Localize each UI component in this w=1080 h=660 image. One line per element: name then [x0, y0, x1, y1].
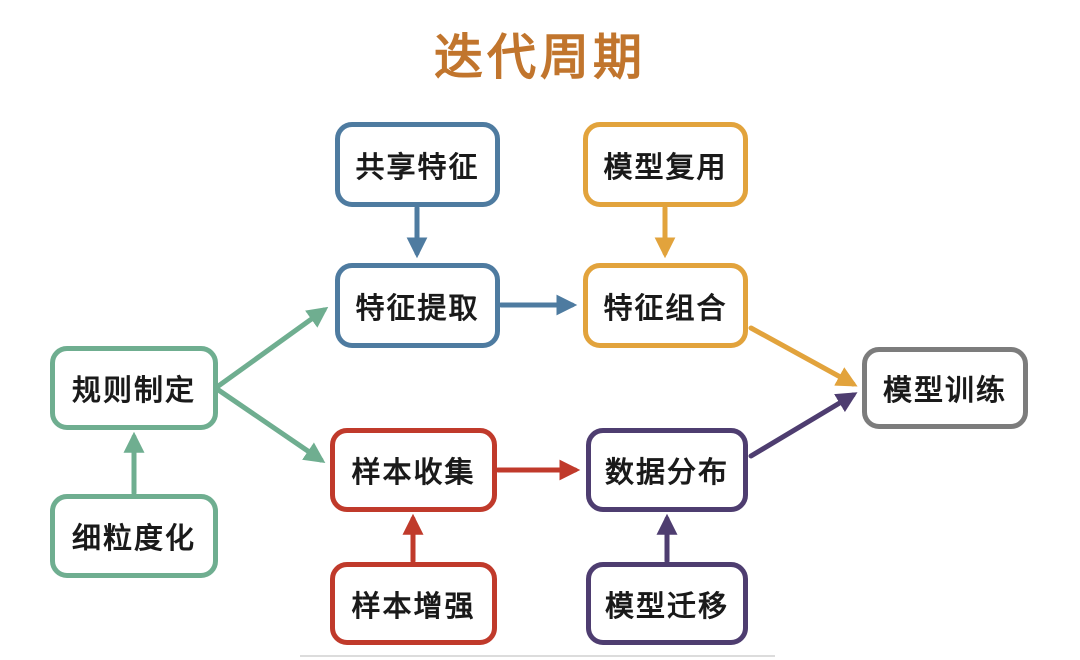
- node-model-training-label: 模型训练: [882, 375, 1007, 407]
- diagram-title: 迭代周期: [433, 31, 646, 85]
- edge-data-distribution-to-model-training: [748, 392, 858, 459]
- node-rule-making-label: 规则制定: [71, 375, 196, 407]
- node-feature-extraction-label: 特征提取: [355, 292, 480, 325]
- node-model-reuse: 模型复用: [583, 122, 748, 207]
- node-sample-augmentation-label: 样本增强: [351, 590, 476, 623]
- edge-rule-making-to-feature-extraction: [214, 306, 329, 390]
- node-fine-graining-label: 细粒度化: [71, 523, 196, 555]
- node-sample-collection: 样本收集: [330, 428, 497, 512]
- node-shared-features: 共享特征: [335, 122, 500, 207]
- node-model-migration: 模型迁移: [586, 562, 748, 645]
- node-model-training: 模型训练: [862, 347, 1028, 429]
- node-model-reuse-label: 模型复用: [603, 151, 728, 184]
- node-data-distribution-label: 数据分布: [604, 457, 729, 489]
- edge-rule-making-to-sample-collection: [214, 386, 326, 463]
- node-sample-collection-label: 样本收集: [351, 457, 476, 489]
- node-feature-combination-label: 特征组合: [603, 292, 728, 325]
- node-fine-graining: 细粒度化: [50, 494, 218, 578]
- node-sample-augmentation: 样本增强: [330, 562, 497, 645]
- node-data-distribution: 数据分布: [586, 428, 748, 512]
- slide-edge-shadow: [300, 655, 775, 657]
- edge-feature-combination-to-model-training: [748, 325, 858, 387]
- node-shared-features-label: 共享特征: [355, 151, 480, 184]
- node-model-migration-label: 模型迁移: [604, 590, 729, 623]
- node-rule-making: 规则制定: [50, 346, 218, 430]
- node-feature-combination: 特征组合: [583, 263, 748, 348]
- node-feature-extraction: 特征提取: [335, 263, 500, 348]
